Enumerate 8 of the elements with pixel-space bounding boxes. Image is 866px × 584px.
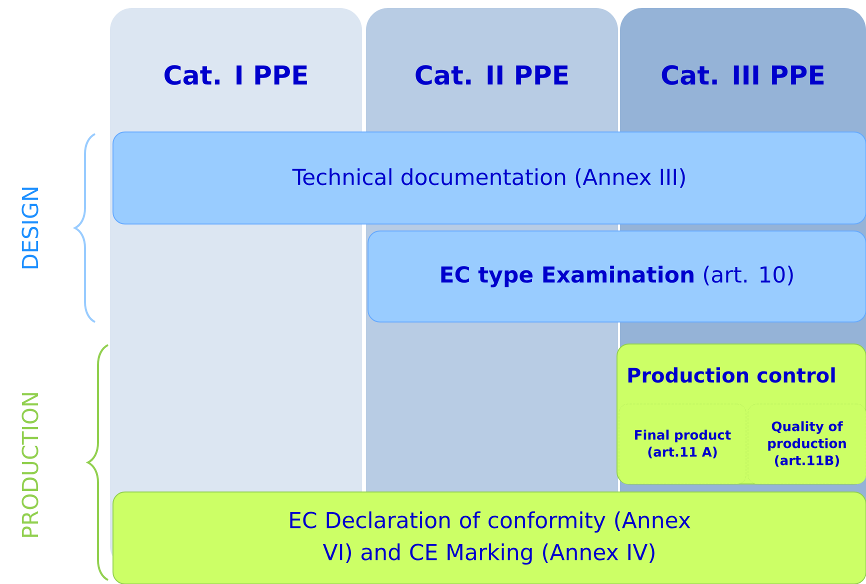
design-box: EC type Examination (art. 10) [368,230,866,322]
design-box: Technical documentation (Annex III) [112,132,866,224]
node-label: Quality of production (art.11B) [768,421,846,467]
section-label: DESIGN [22,188,38,268]
sub-box: Final product (art.11 A) [618,404,746,484]
production-box: EC Declaration of conformity (Annex VI) and CE Marking (Annex IV) [112,492,866,584]
section-label: PRODUCTION [22,393,38,537]
sub-box: Quality of production (art.11B) [748,404,866,484]
